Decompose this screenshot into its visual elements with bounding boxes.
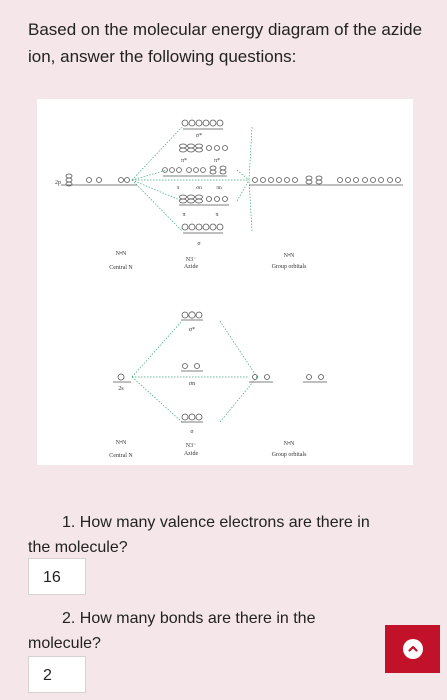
- azide-symbol: N3⁻: [186, 257, 197, 263]
- azide-label-2: Azide: [184, 451, 199, 457]
- label-sigma: σ: [197, 241, 201, 247]
- label-2s: 2s: [118, 386, 124, 392]
- group-orbitals-label: Group orbitals: [272, 264, 307, 270]
- central-n-symbol: N•N: [116, 251, 127, 257]
- group-orbitals-label-2: Group orbitals: [272, 452, 307, 458]
- label-sigma-star-2s: σ*: [189, 327, 195, 333]
- sigma-n-2s: σn: [181, 363, 203, 387]
- question-1-continuation: the molecule?: [28, 539, 128, 556]
- central-n-2s: 2s: [113, 373, 131, 392]
- group-symbol: N•N: [284, 253, 295, 259]
- label-sigma-n: σn: [196, 185, 202, 191]
- question-1: 1. How many valence electrons are there …: [28, 510, 428, 560]
- bottom-diagram-labels: N•N Central N N3⁻ Azide N•N Group orbita…: [109, 440, 307, 459]
- connector-lines: [131, 126, 253, 232]
- group-symbol-2: N•N: [284, 441, 295, 447]
- label-pi-right: π: [215, 212, 218, 218]
- label-sigma-n-2s: σn: [189, 381, 195, 387]
- nonbonding-orbitals: π σn πn: [162, 165, 227, 191]
- connector-lines-bottom: [131, 320, 258, 423]
- label-pi-star-right: π*: [214, 158, 220, 164]
- azide-symbol-2: N3⁻: [186, 443, 197, 449]
- central-n-symbol-2: N•N: [116, 440, 127, 446]
- central-n-2p: 2p: [55, 173, 137, 187]
- label-sigma-2s: σ: [190, 429, 194, 435]
- answer-2-field[interactable]: 2: [28, 656, 86, 693]
- sigma-star-orbital-top: σ*: [181, 119, 224, 139]
- question-2: 2. How many bonds are there in the molec…: [28, 606, 428, 656]
- scroll-to-top-button[interactable]: [385, 625, 440, 673]
- answer-1-field[interactable]: 16: [28, 558, 86, 595]
- pi-star-orbitals: π* π*: [179, 143, 228, 164]
- label-pi-left: π: [182, 212, 185, 218]
- central-n-label: Central N: [109, 265, 133, 271]
- sigma-bonding-orbital: σ: [181, 223, 224, 247]
- pi-bonding-orbitals: π π: [179, 194, 229, 218]
- chevron-up-icon: [402, 639, 423, 659]
- group-orbitals-2p: [249, 175, 403, 186]
- question-2-text: 2. How many bonds are there in the: [62, 610, 316, 627]
- question-1-text: 1. How many valence electrons are there …: [62, 514, 370, 531]
- central-n-label-2: Central N: [109, 453, 133, 459]
- label-pi-nonbonding: π: [177, 185, 180, 191]
- sigma-bonding-2s: σ: [181, 413, 203, 435]
- mo-diagram-svg: σ* π* π*: [55, 119, 403, 459]
- top-diagram-labels: N•N Central N N3⁻ Azide N•N Group orbita…: [109, 251, 307, 271]
- azide-label: Azide: [184, 264, 199, 270]
- mo-diagram-figure: σ* π* π*: [37, 99, 413, 465]
- sigma-diagram: σ* σn σ: [109, 311, 327, 459]
- label-pi-star-left: π*: [181, 158, 187, 164]
- label-sigma-star: σ*: [196, 133, 202, 139]
- group-orbitals-2s: [249, 374, 327, 383]
- question-prompt: Based on the molecular energy diagram of…: [28, 20, 423, 66]
- sigma-star-2s: σ*: [181, 311, 203, 333]
- label-pi-n: πn: [216, 185, 222, 191]
- pi-diagram: σ* π* π*: [55, 119, 403, 271]
- question-2-continuation: molecule?: [28, 635, 101, 652]
- label-2p: 2p: [55, 180, 61, 186]
